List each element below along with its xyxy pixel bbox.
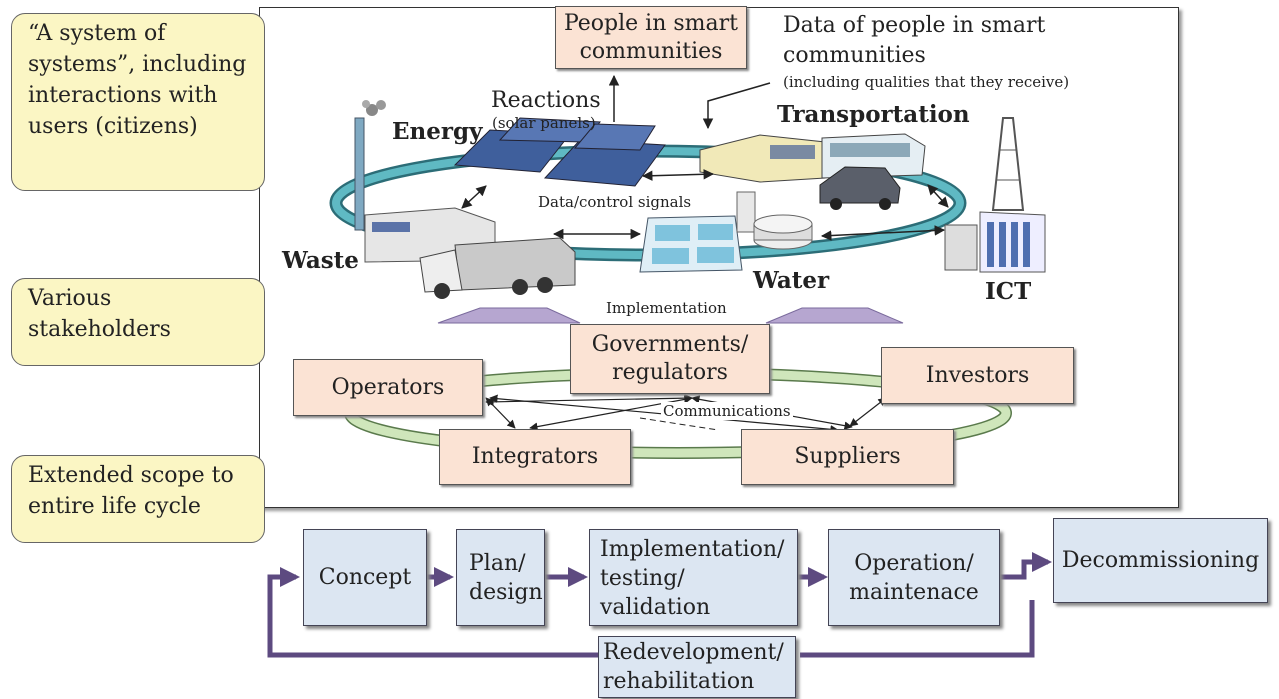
operators-box: Operators (293, 359, 483, 416)
data-people-text: Data of people in smart communities (783, 13, 1046, 68)
solar-panels-icon (453, 117, 666, 187)
data-people-note-text: (including qualities that they receive) (783, 73, 1070, 91)
redevelopment-text: Redevelopment/ rehabilitation (603, 640, 784, 694)
sector-water: Water (753, 267, 830, 294)
integrators-text: Integrators (471, 444, 599, 469)
decommissioning-text: Decommissioning (1061, 548, 1260, 573)
lifecycle-concept: Concept (303, 529, 427, 626)
data-people-label: Data of people in smart communities (783, 11, 1073, 71)
implementation-arrow-left (437, 307, 581, 324)
lifecycle-plan: Plan/ design (456, 529, 545, 626)
investors-box: Investors (881, 347, 1074, 404)
investors-text: Investors (925, 362, 1030, 388)
callout-stakeholders: Various stakeholders (11, 278, 265, 366)
sector-waste: Waste (282, 247, 359, 274)
vehicles-icon (699, 133, 926, 210)
callout-lifecycle-text: Extended scope to entire life cycle (28, 463, 234, 519)
water-plant-icon (639, 191, 813, 273)
sector-transportation: Transportation (777, 101, 970, 128)
reactions-note: (solar panels) (492, 114, 596, 132)
callout-system-of-systems: “A system of systems”, including interac… (11, 13, 265, 191)
callout-stakeholders-text: Various stakeholders (28, 286, 171, 342)
lifecycle-operation: Operation/ maintenace (828, 529, 1000, 626)
concept-text: Concept (318, 565, 412, 590)
people-box-text: People in smart communities (563, 10, 739, 64)
reactions-label: Reactions (491, 88, 601, 113)
suppliers-text: Suppliers (794, 444, 901, 469)
lifecycle-flow (267, 552, 1052, 658)
communications-label: Communications (661, 402, 793, 420)
plan-text: Plan/ design (469, 550, 543, 605)
lifecycle-redevelopment: Redevelopment/ rehabilitation (598, 636, 796, 698)
ict-tower-icon (944, 117, 1046, 273)
sector-ict: ICT (985, 278, 1032, 305)
garbage-truck-icon (419, 237, 576, 299)
integrators-box: Integrators (439, 429, 631, 485)
callout-lifecycle: Extended scope to entire life cycle (11, 455, 265, 543)
callout-system-text: “A system of systems”, including interac… (28, 21, 247, 139)
smokestack-icon (354, 100, 386, 231)
operators-text: Operators (331, 374, 445, 400)
implementation-arrow-right (765, 307, 904, 324)
operation-text: Operation/ maintenace (849, 550, 979, 605)
governments-text: Governments/ regulators (591, 332, 749, 385)
suppliers-box: Suppliers (741, 429, 954, 485)
lifecycle-implementation: Implementation/ testing/ validation (589, 529, 798, 626)
sector-energy: Energy (392, 118, 483, 145)
governments-box: Governments/ regulators (570, 324, 770, 394)
data-people-note: (including qualities that they receive) (783, 73, 1069, 91)
data-control-label: Data/control signals (538, 193, 692, 211)
people-box: People in smart communities (555, 6, 747, 69)
lifecycle-decommissioning: Decommissioning (1053, 518, 1268, 603)
implementation-label: Implementation (606, 299, 727, 317)
implementation-text: Implementation/ testing/ validation (600, 537, 785, 620)
